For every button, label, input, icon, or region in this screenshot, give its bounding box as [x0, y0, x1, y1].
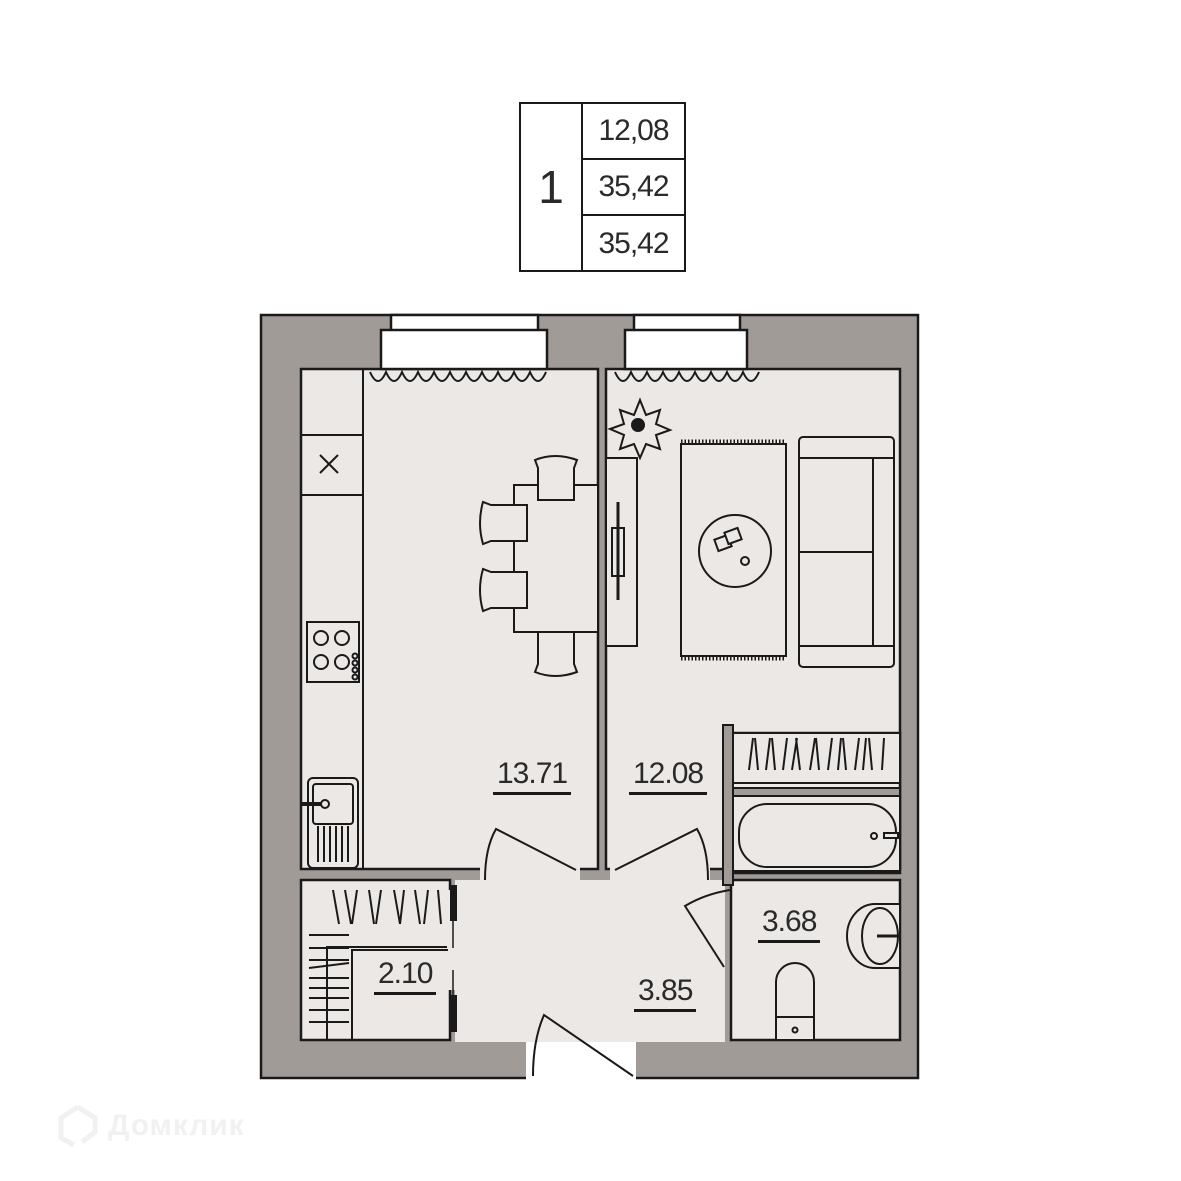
- area-storage: 2.10: [374, 958, 437, 995]
- total-area-with-balcony-value: 35,42: [598, 227, 669, 260]
- area-living-room: 12.08: [629, 758, 708, 795]
- stove-icon: [306, 621, 360, 683]
- curtain-living-room: [614, 369, 760, 382]
- rooms-count: 1: [521, 104, 583, 270]
- watermark: Домклик: [58, 1104, 245, 1148]
- rug: [680, 439, 787, 661]
- hallway-floor: [455, 880, 725, 1042]
- living-area-value: 12,08: [583, 104, 684, 160]
- plant-icon: [607, 397, 673, 461]
- watermark-text: Домклик: [108, 1109, 245, 1142]
- living-room-door: [614, 827, 709, 881]
- fridge-icon: [319, 454, 339, 474]
- kitchen-door: [484, 827, 577, 881]
- window-kitchen: [379, 313, 549, 371]
- window-living-room: [623, 313, 749, 371]
- house-logo-icon: [58, 1104, 98, 1148]
- bath-wardrobe: [722, 724, 901, 886]
- bathtub-icon: [732, 795, 901, 872]
- entrance-door: [532, 1013, 634, 1077]
- coffee-table: [698, 514, 772, 588]
- kitchen-counter: [300, 368, 364, 870]
- area-hallway: 3.85: [634, 975, 697, 1012]
- dining-table: [479, 455, 599, 677]
- apartment-summary-table: 1 12,08 35,42 35,42: [519, 102, 686, 272]
- tv-stand: [605, 457, 638, 647]
- sink-icon: [307, 777, 359, 869]
- washbasin-icon: [846, 903, 901, 969]
- storage-sliding-door-bottom: [450, 995, 457, 1032]
- sofa: [798, 436, 895, 668]
- area-bathroom: 3.68: [758, 906, 821, 943]
- bathroom-door: [683, 889, 731, 968]
- total-area-value: 35,42: [583, 160, 684, 216]
- curtain-kitchen: [369, 369, 547, 382]
- doors: [484, 827, 731, 1077]
- toilet-icon: [775, 962, 815, 1041]
- storage-sliding-door-top: [450, 885, 457, 921]
- area-kitchen: 13.71: [493, 758, 572, 795]
- storage-wardrobe: [308, 889, 448, 1040]
